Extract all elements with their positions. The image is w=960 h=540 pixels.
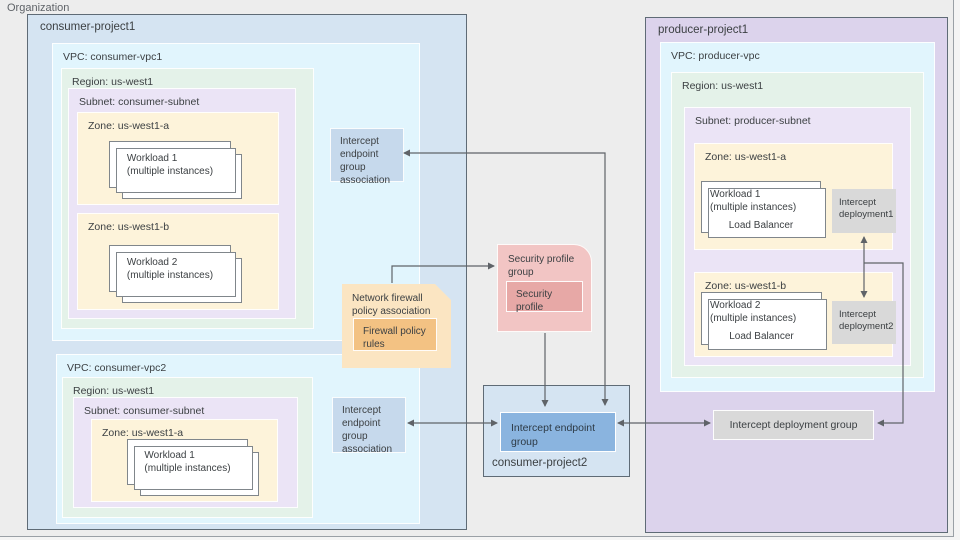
workload-1-vpc1-line2: (multiple instances) <box>126 165 214 177</box>
network-firewall-policy-association: Network firewall policy association Fire… <box>342 284 451 368</box>
workload-1-producer-line1: Workload 1 <box>710 189 761 200</box>
organization-label: Organization <box>7 2 70 14</box>
network-firewall-policy-association-label: Network firewall policy association <box>352 293 431 317</box>
load-balancer-1-label: Load Balancer <box>728 220 794 231</box>
workload-1-producer-card: Workload 1 (multiple instances) Load Bal… <box>701 181 826 238</box>
region-us-west1-vpc1-label: Region: us-west1 <box>72 76 154 88</box>
load-balancer-2-label: Load Balancer <box>729 331 794 342</box>
zone-us-west1-a-vpc1-label: Zone: us-west1-a <box>88 120 170 132</box>
intercept-endpoint-group-association-2-label: Intercept endpoint group association <box>342 405 393 455</box>
workload-2-producer-line2: (multiple instances) <box>710 313 797 324</box>
region-us-west1-producer-label: Region: us-west1 <box>682 80 764 92</box>
intercept-endpoint-group-association-1-label: Intercept endpoint group association <box>340 136 391 186</box>
intercept-deployment1-label: Intercept deployment1 <box>839 197 894 220</box>
security-profile-group-label: Security profile group <box>508 254 575 278</box>
subnet-producer-subnet-label: Subnet: producer-subnet <box>695 115 811 127</box>
workload-1-vpc2-card: Workload 1 (multiple instances) <box>127 439 259 496</box>
workload-1-vpc1-card: Workload 1 (multiple instances) <box>109 141 242 199</box>
security-profile-label: Security profile <box>516 289 553 313</box>
subnet-consumer-subnet-vpc2-label: Subnet: consumer-subnet <box>84 405 205 417</box>
security-profile-group: Security profile group Security profile <box>497 244 592 332</box>
intercept-deployment1: Intercept deployment1 <box>832 189 896 233</box>
consumer-project1-title: consumer-project1 <box>40 21 136 33</box>
region-us-west1-vpc2-label: Region: us-west1 <box>73 385 155 397</box>
firewall-policy-rules-label: Firewall policy rules <box>363 326 426 350</box>
intercept-deployment2-label: Intercept deployment2 <box>839 309 894 332</box>
workload-2-producer-card: Workload 2 (multiple instances) Load Bal… <box>701 292 827 350</box>
workload-1-vpc2-line2: (multiple instances) <box>144 463 231 474</box>
workload-2-vpc1-line1: Workload 2 <box>126 256 178 268</box>
intercept-endpoint-group-association-2: Intercept endpoint group association <box>332 397 406 455</box>
firewall-policy-rules: Firewall policy rules <box>353 318 437 351</box>
intercept-endpoint-group: Intercept endpoint group <box>500 412 616 452</box>
workload-2-vpc1-line2: (multiple instances) <box>126 269 214 281</box>
zone-us-west1-a-vpc2-label: Zone: us-west1-a <box>102 427 184 439</box>
zone-us-west1-b-producer-label: Zone: us-west1-b <box>705 280 787 292</box>
workload-2-producer-line1: Workload 2 <box>710 300 761 311</box>
producer-project1-title: producer-project1 <box>658 24 749 36</box>
intercept-deployment-group-label: Intercept deployment group <box>729 419 858 431</box>
vpc-producer-vpc-label: VPC: producer-vpc <box>671 50 760 62</box>
vpc-consumer-vpc1-label: VPC: consumer-vpc1 <box>63 51 163 63</box>
intercept-endpoint-group-label: Intercept endpoint group <box>511 422 596 449</box>
subnet-consumer-subnet-vpc1-label: Subnet: consumer-subnet <box>79 96 200 108</box>
workload-1-vpc1-line1: Workload 1 <box>126 152 178 164</box>
workload-2-vpc1-card: Workload 2 (multiple instances) <box>109 245 242 303</box>
workload-1-producer-line2: (multiple instances) <box>710 202 797 213</box>
vpc-consumer-vpc2-label: VPC: consumer-vpc2 <box>67 362 167 374</box>
security-profile: Security profile <box>506 281 583 313</box>
intercept-endpoint-group-association-1: Intercept endpoint group association <box>330 128 404 186</box>
intercept-deployment-group: Intercept deployment group <box>713 410 874 440</box>
zone-us-west1-b-vpc1-label: Zone: us-west1-b <box>88 221 170 233</box>
zone-us-west1-a-producer-label: Zone: us-west1-a <box>705 151 787 163</box>
consumer-project2-title: consumer-project2 <box>492 457 588 469</box>
intercept-deployment2: Intercept deployment2 <box>832 301 896 344</box>
workload-1-vpc2-line1: Workload 1 <box>144 450 195 461</box>
